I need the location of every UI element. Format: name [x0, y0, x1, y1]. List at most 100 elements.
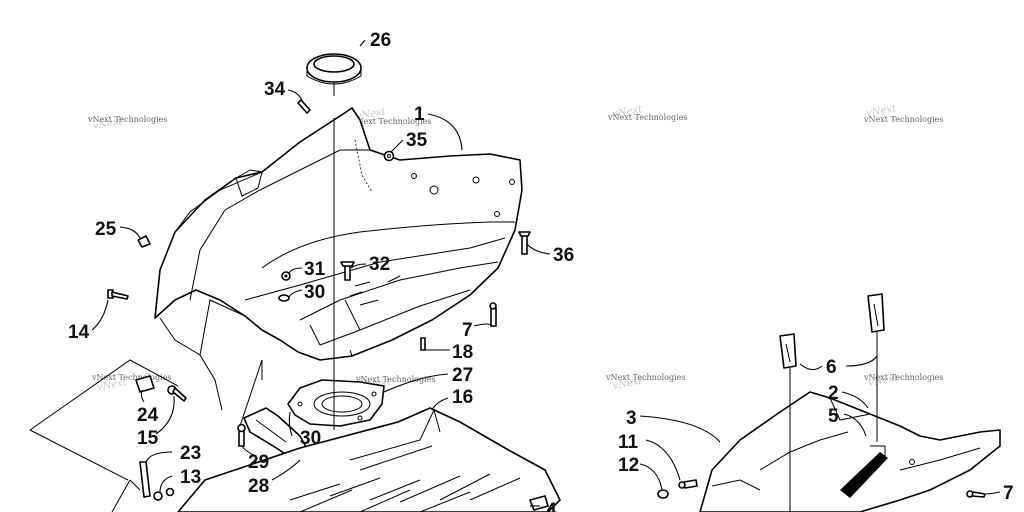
leader-7 [473, 323, 493, 327]
watermark-7: vNext vNext Technologies [605, 373, 685, 392]
callout-36: 36 [553, 245, 574, 266]
part-1-hood-body [154, 107, 523, 411]
part-24-clip [135, 375, 155, 393]
leader-32 [350, 263, 367, 269]
svg-text:vNext: vNext [96, 377, 128, 393]
svg-text:vNext: vNext [612, 376, 644, 392]
leader-12 [639, 463, 663, 491]
leader-29 [241, 445, 257, 457]
part-31-nut [281, 271, 291, 281]
watermark-3: vNext vNext Technologies [607, 104, 687, 122]
callout-29: 29 [248, 452, 269, 473]
part-29-bolt [237, 423, 246, 447]
part-6-strap-left [779, 333, 797, 369]
leader-15 [155, 395, 175, 435]
callout-7b: 7 [1003, 483, 1014, 504]
leader-3 [639, 415, 721, 443]
svg-text:vNext: vNext [866, 103, 898, 119]
leader-24 [140, 389, 145, 403]
svg-text:vNext: vNext [867, 373, 899, 389]
svg-text:vNext Technologies: vNext Technologies [351, 117, 431, 126]
leader-26 [359, 39, 366, 47]
svg-text:vNext Technologies: vNext Technologies [605, 373, 685, 382]
part-18-rivet [420, 337, 426, 351]
part-14-bolt [107, 289, 129, 300]
leader-16 [431, 397, 449, 411]
part-32-screw [340, 261, 355, 281]
part-6-strap-right [867, 293, 885, 333]
callout-18: 18 [452, 342, 473, 363]
callout-30a: 30 [304, 282, 325, 303]
leader-11 [645, 439, 681, 481]
leader-34 [287, 89, 303, 101]
leader-23 [145, 451, 173, 463]
leader-28 [271, 459, 301, 481]
svg-text:vNext Technologies: vNext Technologies [91, 373, 171, 382]
part-26-ring [306, 53, 362, 85]
svg-text:vNext Technologies: vNext Technologies [863, 373, 943, 382]
part-13-nut [153, 487, 175, 501]
callout-25: 25 [95, 219, 117, 240]
leader-2 [841, 391, 869, 409]
leader-14 [91, 299, 109, 331]
callout-34: 34 [264, 79, 286, 100]
part-25-clip [137, 235, 151, 248]
leader-36 [526, 243, 551, 255]
leader-30a [288, 289, 303, 298]
part-36-pin [518, 231, 531, 255]
part-3-panel [699, 391, 1001, 512]
svg-text:vNext Technologies: vNext Technologies [87, 115, 167, 124]
part-7-pin-right [966, 490, 986, 498]
callout-2: 2 [828, 383, 839, 404]
callout-11: 11 [618, 432, 639, 453]
part-16-floorboard [177, 407, 561, 512]
part-12-washer [657, 489, 669, 499]
callout-1: 1 [414, 104, 425, 125]
svg-text:vNext: vNext [92, 116, 124, 132]
callout-15: 15 [137, 428, 159, 449]
svg-text:vNext: vNext [612, 104, 644, 120]
svg-text:vNext Technologies: vNext Technologies [863, 115, 943, 124]
callout-3: 3 [626, 408, 637, 429]
callout-28: 28 [248, 476, 269, 497]
part-30-washer [278, 294, 290, 302]
leader-13 [159, 475, 173, 493]
callout-35: 35 [406, 130, 428, 151]
left-bracket-line-2 [111, 479, 141, 512]
part-28-mount-line [239, 359, 263, 427]
callout-30b: 30 [300, 428, 321, 449]
callout-7: 7 [462, 320, 473, 341]
part-34-screw [297, 99, 311, 114]
callout-27: 27 [452, 365, 473, 386]
callout-32: 32 [369, 254, 390, 275]
leader-7b [985, 491, 1001, 495]
leader-27 [383, 373, 449, 393]
leader-30b [288, 411, 293, 437]
svg-text:vNext Technologies: vNext Technologies [607, 113, 687, 122]
callout-12: 12 [618, 455, 639, 476]
watermark-5: vNext vNext Technologies [91, 373, 171, 393]
watermark-1: vNext vNext Technologies [87, 115, 167, 132]
callout-6: 6 [826, 357, 837, 378]
callout-24: 24 [137, 405, 159, 426]
callout-16: 16 [452, 387, 473, 408]
svg-text:vNext: vNext [355, 106, 387, 122]
watermark-2: vNext vNext Technologies [351, 106, 431, 126]
callout-31: 31 [304, 259, 326, 280]
callout-26: 26 [370, 30, 391, 51]
callout-13: 13 [180, 467, 201, 488]
leader-31 [288, 267, 303, 274]
leader-25 [119, 226, 141, 239]
leader-35 [390, 139, 404, 153]
watermark-4: vNext vNext Technologies [863, 103, 943, 124]
watermark-8: vNext vNext Technologies [863, 373, 943, 389]
leader-1 [427, 113, 463, 151]
part-15-screw [167, 385, 187, 402]
leader-6 [799, 355, 878, 371]
callout-23: 23 [180, 443, 201, 464]
part-7-pin [489, 302, 497, 327]
callout-4: 4 [546, 500, 557, 512]
callout-14: 14 [68, 322, 90, 343]
part-23-strap [139, 461, 151, 498]
